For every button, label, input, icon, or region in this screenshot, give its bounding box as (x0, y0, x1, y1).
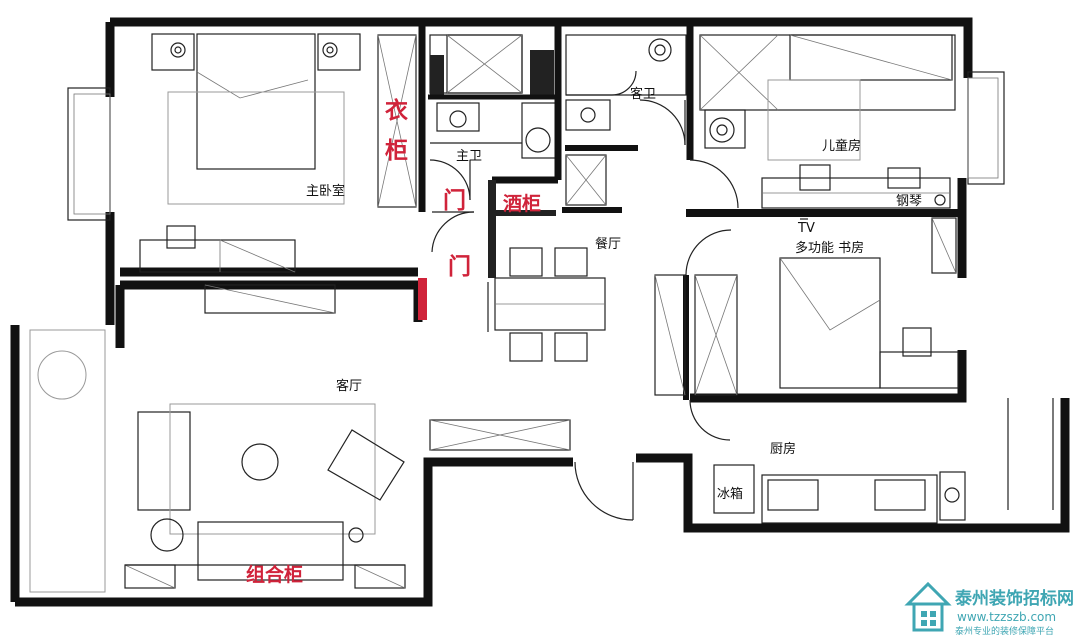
label-master-bath: 主卫 (456, 149, 482, 164)
guest-bath (562, 22, 694, 213)
dining-area (487, 247, 686, 396)
label-combo-cabinet: 组合柜 (246, 563, 303, 586)
watermark-url: www.tzzszb.com (957, 610, 1056, 624)
study-room (683, 217, 959, 400)
corridor-cabinet (204, 284, 336, 314)
label-door-1: 门 (443, 187, 466, 214)
bay-window-left (67, 87, 111, 221)
living-room (29, 329, 634, 593)
wardrobe (377, 22, 426, 212)
exterior-walls (10, 17, 1070, 607)
label-tv: TV (797, 221, 815, 236)
watermark: 泰州装饰招标网 www.tzzszb.com 泰州专业的装修保障平台 (904, 581, 1074, 637)
watermark-name: 泰州装饰招标网 (955, 588, 1074, 609)
label-fridge: 冰箱 (717, 486, 743, 502)
label-guest-bath: 客卫 (630, 86, 656, 102)
label-piano: 钢琴 (896, 194, 922, 209)
wine-cabinet-wall (488, 22, 562, 278)
label-wine-cabinet: 酒柜 (503, 193, 541, 215)
label-kitchen: 厨房 (770, 441, 796, 457)
label-wardrobe-2: 柜 (385, 138, 408, 164)
label-wardrobe-1: 衣 (385, 97, 408, 124)
red-door-mark (418, 278, 427, 320)
label-dining: 餐厅 (595, 236, 621, 252)
kids-room (689, 34, 956, 209)
label-master-bedroom: 主卧室 (306, 183, 345, 199)
master-bath (428, 34, 557, 253)
master-bedroom-furniture (139, 33, 361, 273)
label-living: 客厅 (336, 378, 362, 394)
watermark-slogan: 泰州专业的装修保障平台 (955, 625, 1054, 637)
kitchen (689, 398, 1054, 524)
label-door-2: 门 (448, 253, 471, 280)
label-study: 多功能 书房 (795, 240, 864, 256)
bay-window-right (967, 71, 1005, 185)
house-logo-icon (904, 581, 952, 632)
label-kids-room: 儿童房 (822, 138, 861, 154)
